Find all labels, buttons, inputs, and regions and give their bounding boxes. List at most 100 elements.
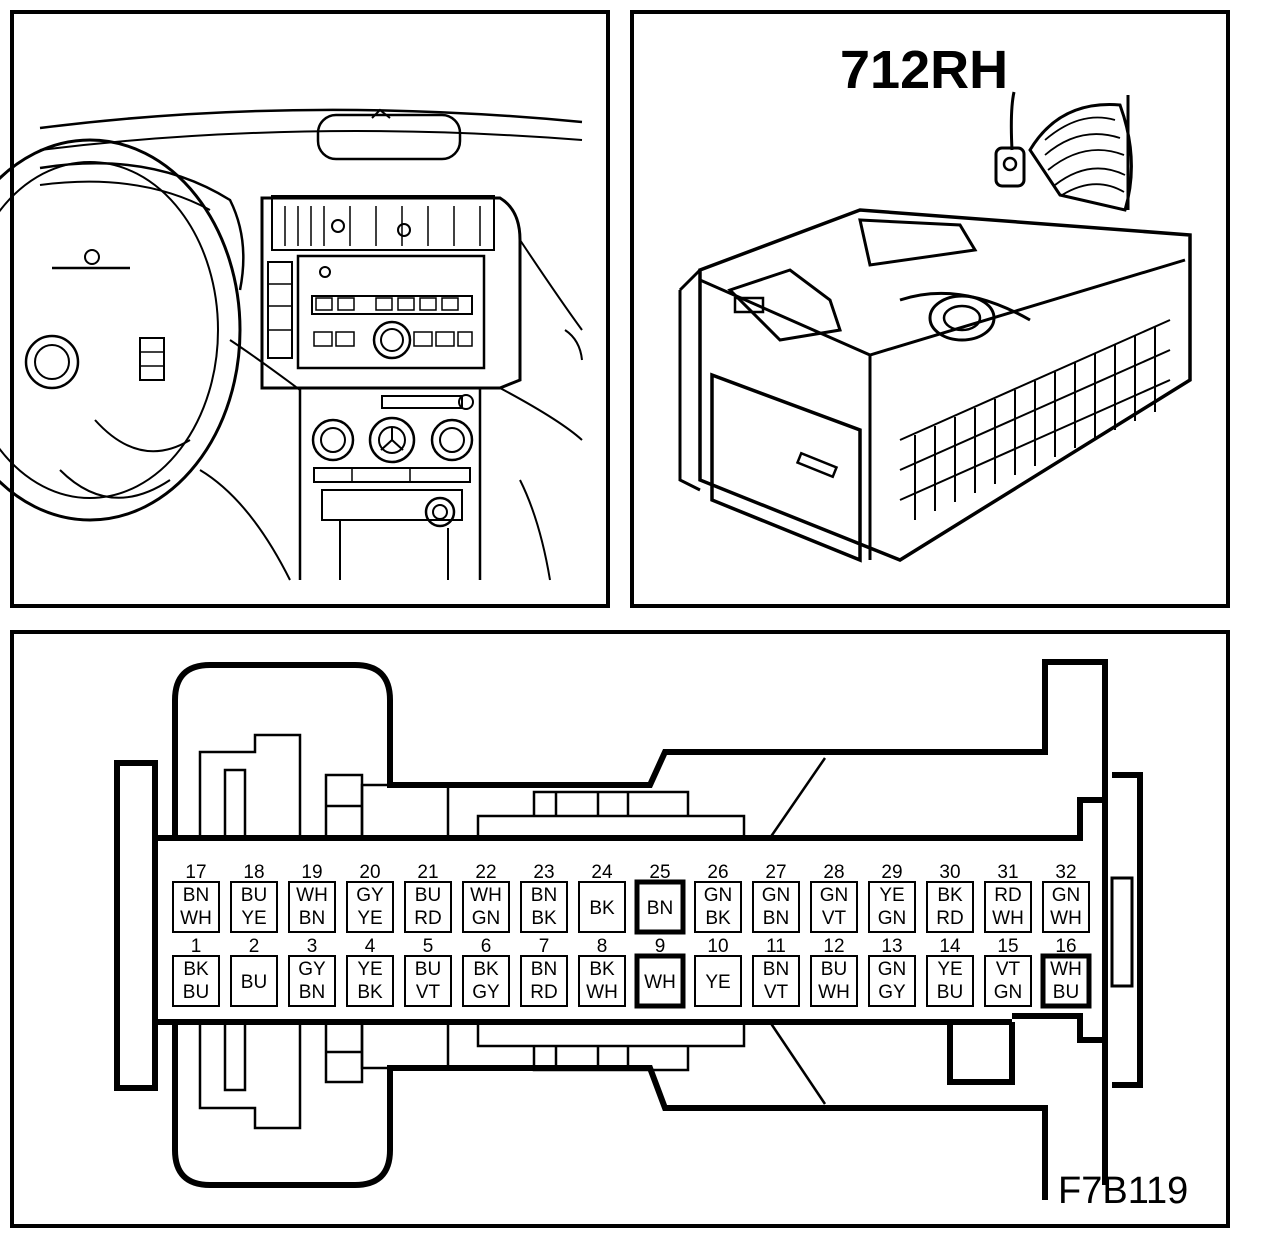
- pin-cavity: [346, 881, 394, 933]
- pin-cavity: [752, 881, 800, 933]
- pin-cavity: [288, 881, 336, 933]
- pin-number: 2: [249, 936, 260, 957]
- wire-color: GN: [994, 982, 1023, 1003]
- wire-color: VT: [996, 959, 1021, 980]
- wire-color: VT: [416, 982, 441, 1003]
- wire-color: BN: [531, 959, 557, 980]
- wire-color: RD: [414, 908, 441, 929]
- wire-color: BU: [1053, 982, 1079, 1003]
- pin-cavity: [984, 955, 1032, 1007]
- wire-color: BU: [415, 959, 441, 980]
- pin-number: 31: [997, 862, 1018, 883]
- pin-cavity: [578, 955, 626, 1007]
- wire-color: VT: [822, 908, 847, 929]
- pin-cavity: [404, 881, 452, 933]
- pin-row-top: 17BNWH18BUYE19WHBN20GYYE21BURD22WHGN23BN…: [172, 862, 1090, 935]
- figure-id: F7B119: [1058, 1170, 1188, 1212]
- wire-color: GN: [762, 885, 791, 906]
- pin-cavity: [868, 955, 916, 1007]
- pin-number: 22: [475, 862, 496, 883]
- pin-number: 18: [243, 862, 264, 883]
- wire-color: GN: [820, 885, 849, 906]
- pin-cavity: [634, 953, 686, 1009]
- pin-number: 24: [591, 862, 613, 883]
- wire-color: RD: [936, 908, 963, 929]
- pin-number: 15: [997, 936, 1018, 957]
- wire-color: BN: [299, 908, 325, 929]
- wire-color: YE: [357, 959, 382, 980]
- pin-cavity: [868, 881, 916, 933]
- pin-cavity: [404, 955, 452, 1007]
- pin-number: 8: [597, 936, 608, 957]
- pin-number: 1: [191, 936, 202, 957]
- pin-cavity: [520, 881, 568, 933]
- pin-number: 3: [307, 936, 318, 957]
- pin-cavity: [462, 955, 510, 1007]
- pin-2: 2BU: [230, 936, 278, 1007]
- pin-cavity: [462, 881, 510, 933]
- wire-color: YE: [357, 908, 382, 929]
- pin-number: 11: [766, 936, 786, 957]
- wire-color: BN: [531, 885, 557, 906]
- pin-number: 21: [417, 862, 438, 883]
- wire-color: GN: [472, 908, 501, 929]
- wire-color: WH: [992, 908, 1024, 929]
- wire-color: YE: [879, 885, 904, 906]
- wire-color: GN: [878, 908, 907, 929]
- wire-color: BN: [763, 959, 789, 980]
- pin-number: 6: [481, 936, 492, 957]
- wire-color: WH: [644, 972, 676, 993]
- wire-color: BU: [415, 885, 441, 906]
- wire-color: BU: [241, 972, 267, 993]
- pin-cavity: [346, 955, 394, 1007]
- wire-color: GY: [356, 885, 384, 906]
- pin-cavity: [1040, 953, 1092, 1009]
- wire-color: GY: [298, 959, 326, 980]
- pin-cavity: [230, 881, 278, 933]
- pin-number: 5: [423, 936, 434, 957]
- wire-color: VT: [764, 982, 789, 1003]
- wire-color: WH: [818, 982, 850, 1003]
- wire-color: BK: [589, 959, 615, 980]
- pin-cavity: [984, 881, 1032, 933]
- wire-color: BU: [821, 959, 847, 980]
- wire-color: YE: [937, 959, 962, 980]
- connector-panel: 712RH: [630, 10, 1230, 608]
- pin-cavity: [810, 881, 858, 933]
- pin-cavity: [694, 955, 742, 1007]
- connector-housing: [114, 659, 1143, 1200]
- pin-number: 25: [649, 862, 670, 883]
- pin-cavity: [1042, 881, 1090, 933]
- wire-color: RD: [530, 982, 557, 1003]
- pin-cavity: [230, 955, 278, 1007]
- pin-number: 20: [359, 862, 380, 883]
- wire-color: BU: [183, 982, 209, 1003]
- wire-color: BN: [647, 898, 673, 919]
- pin-number: 19: [301, 862, 322, 883]
- pin-number: 30: [939, 862, 960, 883]
- pin-cavity: [810, 955, 858, 1007]
- pin-cavity: [172, 881, 220, 933]
- pin-number: 12: [823, 936, 844, 957]
- pin-number: 26: [707, 862, 728, 883]
- pin-cavity: [288, 955, 336, 1007]
- wire-color: BN: [763, 908, 789, 929]
- pin-number: 32: [1055, 862, 1076, 883]
- pinout-panel: 17BNWH18BUYE19WHBN20GYYE21BURD22WHGN23BN…: [10, 630, 1230, 1228]
